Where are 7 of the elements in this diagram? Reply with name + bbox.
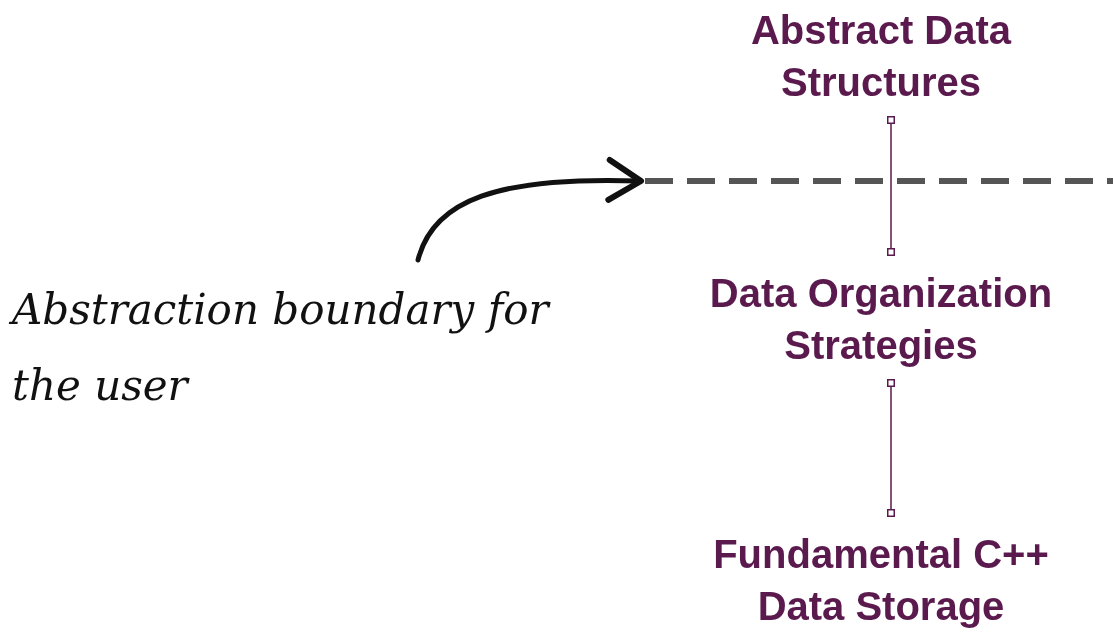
- layer-label: Fundamental C++ Data Storage: [671, 528, 1091, 632]
- connector-line: [887, 116, 895, 256]
- dashed-boundary-line: [643, 176, 1113, 186]
- layer-label: Abstract Data Structures: [671, 4, 1091, 108]
- layer-label: Data Organization Strategies: [671, 267, 1091, 371]
- curved-arrow: [415, 157, 644, 263]
- connector-line: [887, 379, 895, 517]
